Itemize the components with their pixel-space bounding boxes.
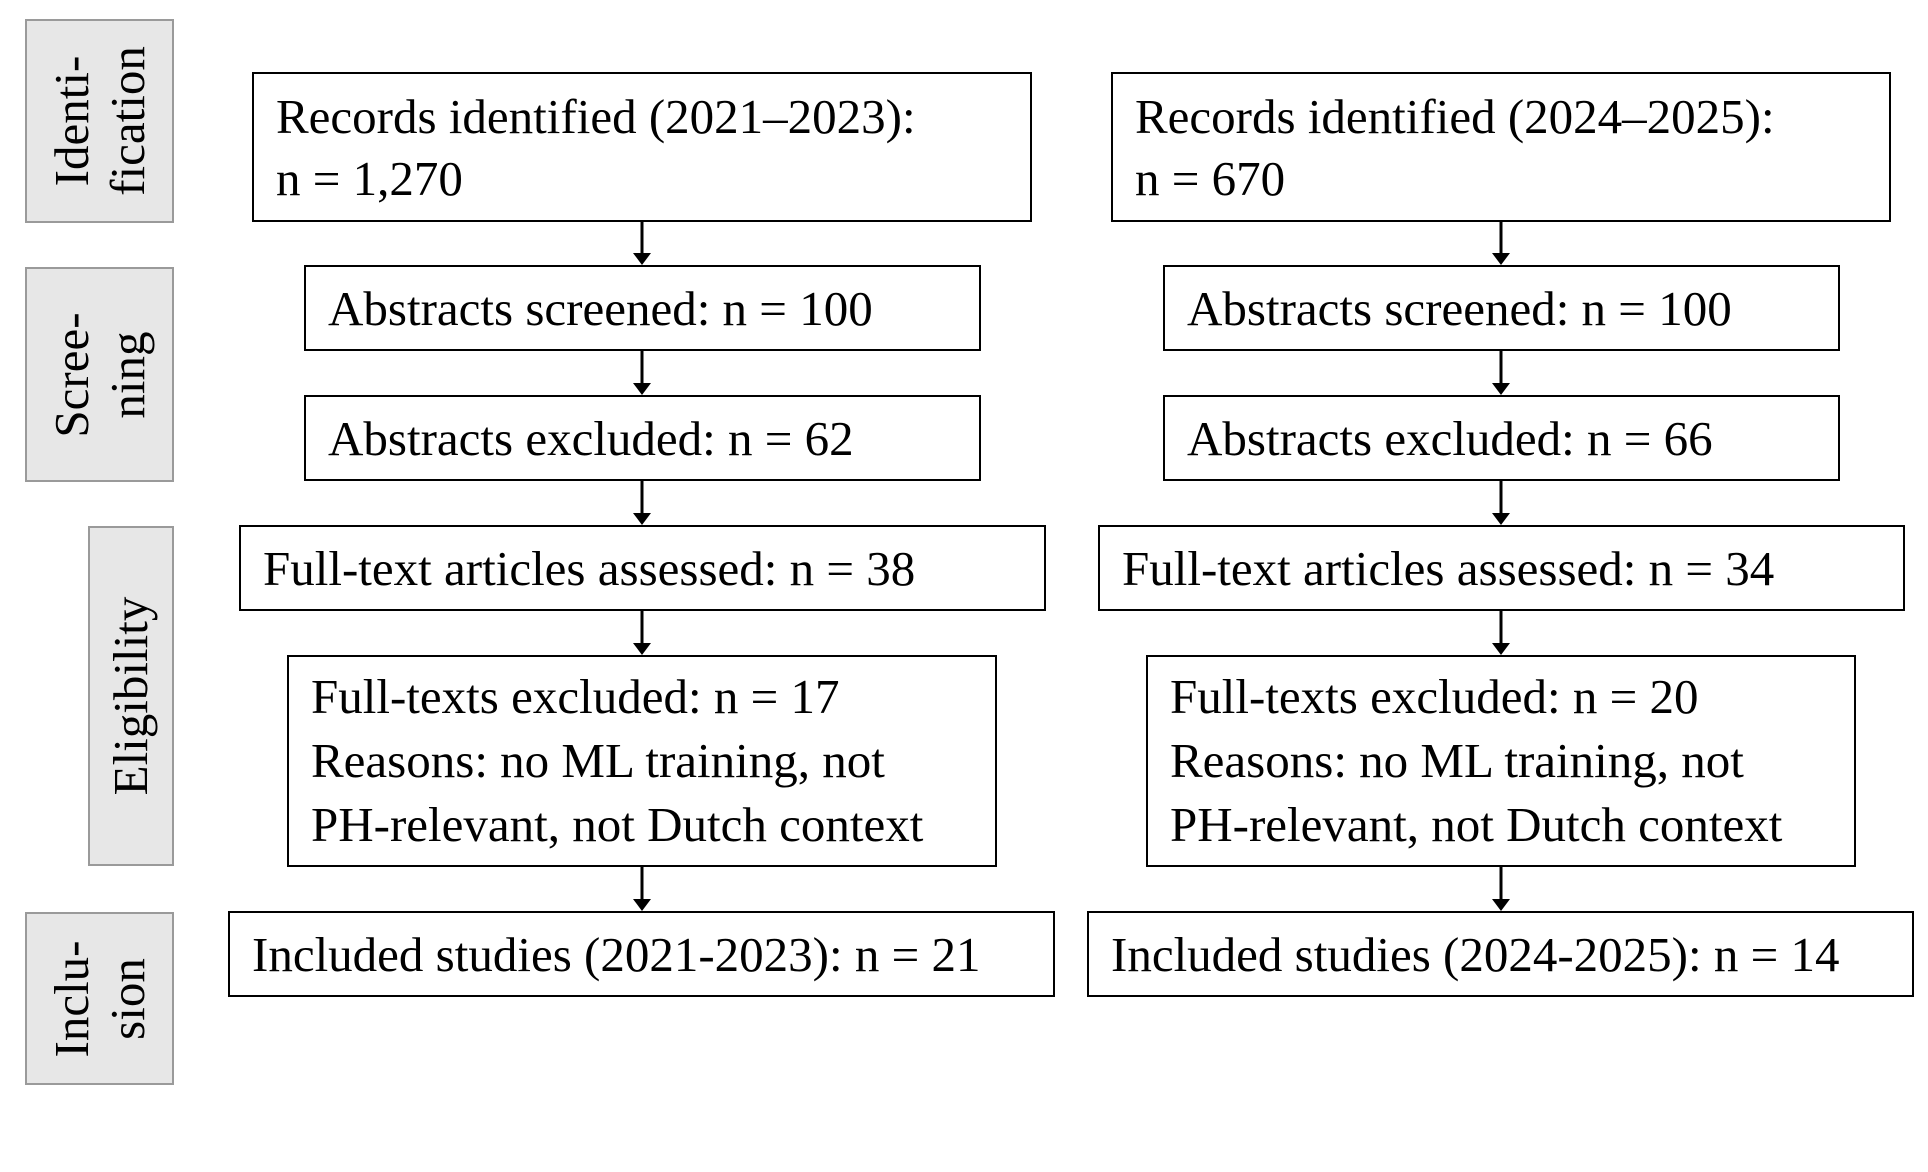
left-records-identified-count: n = 1,270 <box>276 151 463 206</box>
right-arrow-identified-to-screened <box>1492 222 1510 265</box>
phase-screening-label: Scree- ning <box>43 311 155 438</box>
right-arrow-screened-to-excluded <box>1492 351 1510 395</box>
right-arrow-fulltext-excluded-to-included <box>1492 867 1510 911</box>
right-arrow-assessed-to-fulltext-excluded <box>1492 611 1510 655</box>
right-arrow-excluded-to-assessed <box>1492 481 1510 525</box>
left-arrow-screened-to-excluded <box>633 351 651 395</box>
phase-screening: Scree- ning <box>25 267 174 482</box>
left-records-identified-label: Records identified (2021–2023): <box>276 89 916 144</box>
left-abstracts-screened-box: Abstracts screened: n = 100 <box>304 265 981 351</box>
right-fulltext-excluded-box: Full-texts excluded: n = 20 Reasons: no … <box>1146 655 1856 867</box>
right-abstracts-excluded-box: Abstracts excluded: n = 66 <box>1163 395 1840 481</box>
left-included-studies-text: Included studies (2021-2023): n = 21 <box>252 926 981 982</box>
right-abstracts-screened-box: Abstracts screened: n = 100 <box>1163 265 1840 351</box>
left-arrow-assessed-to-fulltext-excluded <box>633 611 651 655</box>
right-fulltext-excluded-count: Full-texts excluded: n = 20 <box>1170 669 1699 724</box>
right-fulltext-excluded-reasons-1: Reasons: no ML training, not <box>1170 733 1744 788</box>
phase-inclusion-label: Inclu- sion <box>43 940 155 1057</box>
phase-eligibility: Eligibility <box>88 526 174 866</box>
left-fulltext-assessed-text: Full-text articles assessed: n = 38 <box>263 540 916 596</box>
phase-identification-label: Identi- fication <box>43 46 155 196</box>
left-arrow-fulltext-excluded-to-included <box>633 867 651 911</box>
right-fulltext-assessed-box: Full-text articles assessed: n = 34 <box>1098 525 1905 611</box>
right-fulltext-excluded-reasons-2: PH-relevant, not Dutch context <box>1170 797 1783 852</box>
left-fulltext-excluded-count: Full-texts excluded: n = 17 <box>311 669 840 724</box>
phase-inclusion: Inclu- sion <box>25 912 174 1085</box>
left-abstracts-screened-text: Abstracts screened: n = 100 <box>328 280 873 336</box>
left-fulltext-excluded-reasons-2: PH-relevant, not Dutch context <box>311 797 924 852</box>
phase-eligibility-label: Eligibility <box>103 596 158 796</box>
left-abstracts-excluded-text: Abstracts excluded: n = 62 <box>328 410 854 466</box>
left-fulltext-excluded-reasons-1: Reasons: no ML training, not <box>311 733 885 788</box>
left-abstracts-excluded-box: Abstracts excluded: n = 62 <box>304 395 981 481</box>
phase-identification: Identi- fication <box>25 19 174 223</box>
left-included-studies-box: Included studies (2021-2023): n = 21 <box>228 911 1055 997</box>
left-fulltext-excluded-box: Full-texts excluded: n = 17 Reasons: no … <box>287 655 997 867</box>
left-fulltext-assessed-box: Full-text articles assessed: n = 38 <box>239 525 1046 611</box>
right-included-studies-box: Included studies (2024-2025): n = 14 <box>1087 911 1914 997</box>
right-abstracts-screened-text: Abstracts screened: n = 100 <box>1187 280 1732 336</box>
right-records-identified-label: Records identified (2024–2025): <box>1135 89 1775 144</box>
right-abstracts-excluded-text: Abstracts excluded: n = 66 <box>1187 410 1713 466</box>
right-records-identified-count: n = 670 <box>1135 151 1286 206</box>
right-records-identified-box: Records identified (2024–2025): n = 670 <box>1111 72 1891 222</box>
left-records-identified-box: Records identified (2021–2023): n = 1,27… <box>252 72 1032 222</box>
left-arrow-identified-to-screened <box>633 222 651 265</box>
right-fulltext-assessed-text: Full-text articles assessed: n = 34 <box>1122 540 1775 596</box>
left-arrow-excluded-to-assessed <box>633 481 651 525</box>
right-included-studies-text: Included studies (2024-2025): n = 14 <box>1111 926 1840 982</box>
